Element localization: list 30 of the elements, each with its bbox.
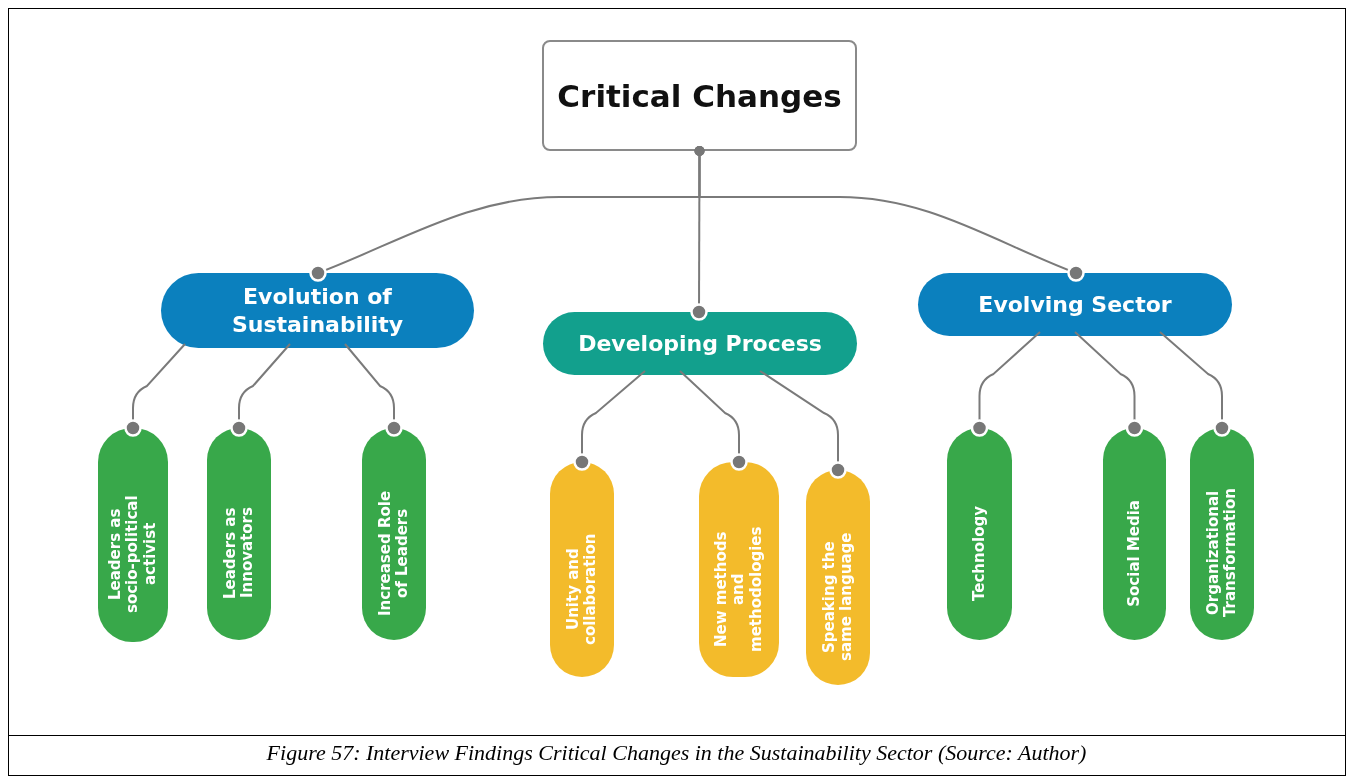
node-label: Leaders as socio-political activist xyxy=(107,494,159,615)
node-label: New methods and methodologies xyxy=(713,524,765,654)
connector-line xyxy=(970,331,1041,437)
connector-line xyxy=(124,343,186,437)
leaf-pill xyxy=(362,428,426,640)
figure-caption: Figure 57: Interview Findings Critical Changes in the Sustainability Sector (Source: Author) xyxy=(266,740,1087,765)
node-label: Unity and collaboration xyxy=(564,531,600,647)
node-label: Speaking the same language xyxy=(820,531,856,663)
leaf-pill xyxy=(699,462,779,677)
leaf-pill xyxy=(1190,428,1254,640)
connector-line xyxy=(679,370,748,471)
connector-line xyxy=(344,343,403,437)
node-label: Developing Process xyxy=(578,329,822,358)
node-label: Evolution of Sustainability xyxy=(230,283,405,338)
node-label: Technology xyxy=(970,505,989,601)
node-label: Critical Changes xyxy=(557,77,842,114)
node-label: Organizational Transformation xyxy=(1204,487,1240,620)
leaf-pill xyxy=(806,470,870,685)
connector-line xyxy=(230,343,291,437)
title-box xyxy=(542,40,857,151)
connector-line xyxy=(573,370,646,471)
leaf-pill xyxy=(550,462,614,677)
node-label: Increased Role of Leaders xyxy=(376,489,412,618)
node-label: Evolving Sector xyxy=(978,290,1172,319)
node-label: Social Media xyxy=(1125,499,1144,607)
connector-line xyxy=(1074,331,1144,437)
connector-line xyxy=(694,146,1085,282)
node-label: Leaders as Innovators xyxy=(221,506,257,601)
connector-line xyxy=(1159,331,1231,437)
connector-line xyxy=(759,370,847,479)
